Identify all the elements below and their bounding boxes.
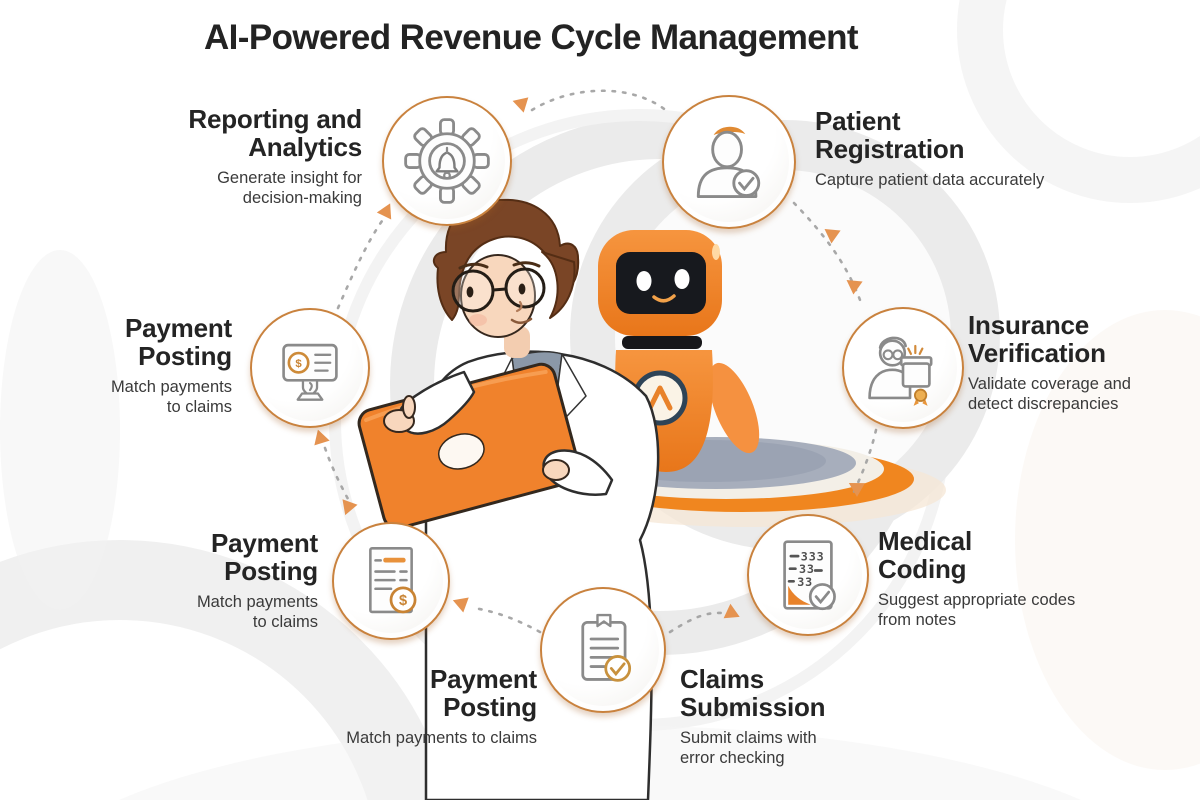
- node-circle-insurance: [842, 307, 964, 429]
- robot: [578, 230, 760, 472]
- node-label-insurance: Insurance Verification Validate coverage…: [968, 310, 1178, 414]
- node-title-line: Medical: [878, 526, 972, 556]
- node-sub-line: from notes: [878, 610, 956, 629]
- monitor-dollar-icon: $: [282, 343, 338, 401]
- node-title-line: Posting: [224, 555, 318, 586]
- node-sub-line: decision-making: [242, 188, 362, 207]
- smile: [510, 317, 533, 324]
- arrowheads: [314, 97, 865, 619]
- node-sub-line: Match payments to claims: [346, 728, 537, 747]
- code-line-3: 33: [797, 575, 813, 589]
- arrowhead-icon: [376, 203, 392, 220]
- dollar-glyph: $: [399, 593, 407, 609]
- node-title-line: Insurance: [968, 310, 1090, 340]
- patient-check-icon: [696, 126, 761, 198]
- arrowhead-icon: [452, 597, 469, 613]
- node-title-line: Registration: [815, 133, 965, 164]
- arc-claims-medical: [668, 611, 724, 634]
- clipboard-check-icon: [581, 613, 632, 682]
- node-circle-patient: [662, 95, 796, 229]
- node-circle-claims: [540, 587, 666, 713]
- node-title-line: Verification: [968, 337, 1106, 368]
- arc-payment-reporting: [336, 219, 384, 310]
- node-label-payment-lower: Payment Posting Match payments to claims: [153, 528, 318, 632]
- code-line-2: 33: [799, 562, 815, 576]
- robot-logo-caret-icon: [647, 385, 673, 411]
- node-circle-reporting: [382, 96, 512, 226]
- invoice-dollar-icon: $: [369, 547, 417, 614]
- chart-wedge: [788, 585, 811, 605]
- node-title-line: Patient: [815, 106, 901, 136]
- gear-bell-icon: [404, 118, 490, 204]
- node-sub-line: Submit claims with: [680, 728, 817, 747]
- arrowhead-icon: [512, 97, 529, 113]
- node-sub-line: Generate insight for: [217, 168, 362, 187]
- node-sub-line: Match payments: [110, 377, 232, 396]
- node-circle-medical: 333 33 33: [747, 514, 869, 636]
- hair-swoosh: [713, 126, 746, 136]
- node-title-line: Posting: [138, 340, 232, 371]
- node-label-patient: Patient Registration Capture patient dat…: [815, 106, 1075, 190]
- node-sub-line: Validate coverage and: [968, 374, 1131, 393]
- node-title-line: Posting: [443, 691, 537, 722]
- robot-eye: [636, 271, 652, 291]
- coded-document-icon: 333 33 33: [783, 540, 836, 611]
- robot-neck: [622, 336, 702, 349]
- arrowhead-icon: [723, 603, 740, 619]
- arc-insurance-medical: [851, 428, 878, 496]
- arc-claims-payment: [472, 606, 542, 634]
- right-hand: [542, 459, 570, 481]
- node-label-reporting: Reporting and Analytics Generate insight…: [127, 104, 362, 208]
- arrowhead-icon: [824, 228, 841, 244]
- robot-eye: [674, 269, 690, 289]
- rosette-icon: [914, 388, 928, 402]
- arrowhead-icon: [314, 429, 330, 446]
- arc-payment-left-lower: [323, 446, 350, 501]
- clinician: [357, 198, 660, 800]
- node-label-payment-left: Payment Posting Match payments to claims: [67, 313, 232, 417]
- node-title-line: Coding: [878, 553, 967, 584]
- node-sub-line: error checking: [680, 748, 785, 767]
- node-label-payment-center: Payment Posting Match payments to claims: [317, 664, 537, 748]
- arrowhead-icon: [846, 279, 863, 295]
- dollar-glyph: $: [295, 358, 302, 370]
- node-circle-payment-left: $: [250, 308, 370, 428]
- robot-smile: [652, 294, 676, 303]
- node-sub-line: detect discrepancies: [968, 394, 1119, 413]
- node-sub-line: to claims: [252, 612, 318, 631]
- sparkle-icon: [907, 344, 924, 356]
- node-title-line: Claims: [680, 664, 765, 694]
- node-title-line: Analytics: [248, 131, 362, 162]
- arrowhead-icon: [848, 483, 865, 497]
- node-sub-line: Capture patient data accurately: [815, 170, 1045, 189]
- code-line-1: 333: [801, 550, 825, 564]
- arrowhead-icon: [342, 499, 358, 516]
- node-title-line: Reporting and: [188, 104, 362, 134]
- node-sub-line: to claims: [166, 397, 232, 416]
- orange-row: [383, 557, 406, 563]
- node-title-line: Payment: [125, 313, 232, 343]
- node-circle-payment-lower: $: [332, 522, 450, 640]
- robot-face-screen: [616, 252, 706, 314]
- robot-right-arm: [708, 362, 760, 454]
- node-title-line: Payment: [211, 528, 318, 558]
- node-sub-line: Suggest appropriate codes: [878, 590, 1076, 609]
- arc-reporting-patient: [530, 89, 670, 114]
- node-label-claims: Claims Submission Submit claims with err…: [680, 664, 870, 768]
- node-title-line: Payment: [430, 664, 537, 694]
- node-title-line: Submission: [680, 691, 826, 722]
- node-label-medical: Medical Coding Suggest appropriate codes…: [878, 526, 1108, 630]
- page-title: AI-Powered Revenue Cycle Management: [204, 18, 859, 57]
- insured-person-icon: [868, 336, 933, 406]
- node-sub-line: Match payments: [196, 592, 318, 611]
